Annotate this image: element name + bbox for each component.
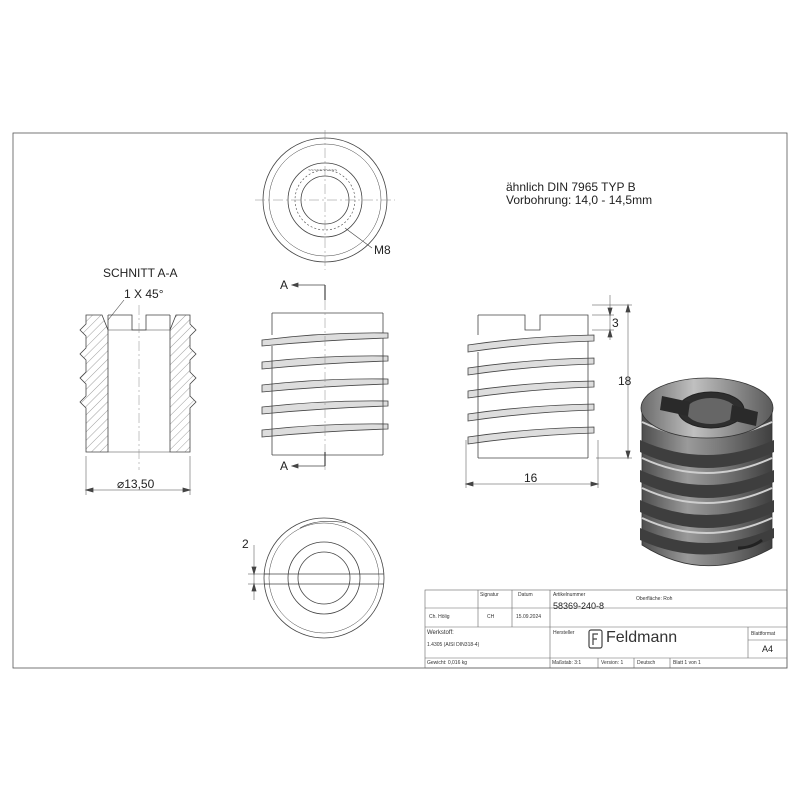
tb-date: 15.09.2024 [516, 614, 542, 620]
dim-slot-label: 3 [612, 316, 619, 330]
bottom-view [248, 517, 385, 639]
tb-version: Version: 1 [601, 660, 624, 666]
tb-hdr-manufacturer: Hersteller [553, 630, 575, 636]
note-line-2: Vorbohrung: 14,0 - 14,5mm [506, 193, 653, 207]
tb-sheet-format: A4 [762, 644, 774, 654]
tb-brand: Feldmann [606, 629, 678, 646]
dim-width-label: 16 [524, 471, 538, 485]
tb-signature: CH [487, 614, 495, 620]
chamfer-label: 1 X 45° [124, 287, 164, 301]
iso-view [640, 377, 774, 567]
tb-hdr-date: Datum [518, 592, 533, 598]
dim-height-label: 18 [618, 374, 632, 388]
tb-author: Ch. Hölig [429, 614, 450, 620]
tb-material: 1.4305 (AISI DIN318-4) [427, 642, 480, 648]
tb-hdr-article-no: Artikelnummer [553, 592, 586, 598]
top-view [255, 130, 395, 270]
section-view [79, 299, 197, 495]
tb-sheet: Blatt 1 von 1 [673, 660, 701, 666]
tb-language: Deutsch [637, 660, 656, 666]
dim-slot-bottom-label: 2 [242, 537, 249, 551]
sheet-border [12, 132, 788, 669]
side-view [464, 295, 632, 488]
section-right-wall [169, 314, 197, 453]
section-title: SCHNITT A-A [103, 266, 177, 280]
title-block [424, 589, 788, 669]
tb-hdr-signature: Signatur [480, 592, 499, 598]
section-marker-top: A [280, 278, 288, 292]
top-view-marking: ~~~~~~~~~~ [308, 168, 337, 174]
tb-scale: Maßstab: 3:1 [552, 660, 582, 666]
note-line-1: ähnlich DIN 7965 TYP B [506, 180, 636, 194]
tb-hdr-sheet-format: Blattformat [751, 631, 776, 637]
section-marker-bottom: A [280, 459, 288, 473]
diameter-label: ⌀13,50 [117, 477, 155, 491]
tb-article-no: 58369-240-8 [553, 601, 605, 611]
tb-weight: Gewicht: 0,016 kg [427, 660, 468, 666]
feldmann-logo-icon [588, 629, 603, 649]
tb-hdr-surface: Oberfläche: Roh [636, 596, 673, 602]
tb-hdr-material: Werkstoff: [427, 630, 454, 636]
thread-label: M8 [374, 243, 391, 257]
section-left-wall [79, 314, 109, 453]
front-view [261, 282, 389, 470]
